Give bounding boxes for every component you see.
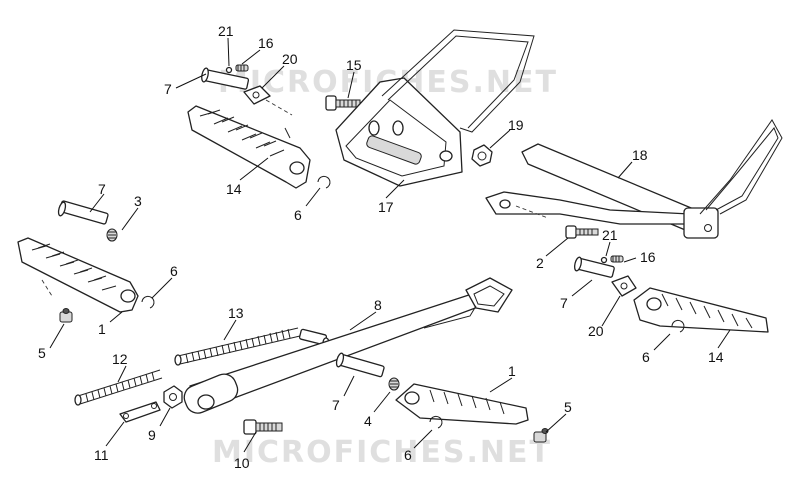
leader-lines [49,37,731,453]
callout-17: 17 [378,199,394,215]
callout-7: 7 [560,295,568,311]
footpeg-top [187,105,311,189]
grease-nipple-left [59,308,73,323]
plate-right [611,275,637,297]
callout-21: 21 [602,227,618,243]
callout-6: 6 [294,207,302,223]
clip-right [671,319,685,333]
callout-20: 20 [282,51,298,67]
callout-18: 18 [632,147,648,163]
bolt-15 [325,95,361,111]
callout-10: 10 [234,455,250,471]
callout-2: 2 [536,255,544,271]
callout-4: 4 [364,413,372,429]
callout-11: 11 [94,447,109,463]
clip-top [317,175,331,189]
brake-lever [485,119,783,239]
side-stand [183,277,513,414]
callout-6: 6 [170,263,178,279]
callout-12: 12 [112,351,128,367]
footpeg-lower [395,383,529,425]
callout-1: 1 [508,363,516,379]
bolt-2 [565,225,599,239]
callout-14: 14 [708,349,724,365]
callout-3: 3 [134,193,142,209]
callout-labels: 21 16 7 20 15 19 18 14 6 17 7 3 6 1 5 2 … [38,23,724,471]
callout-9: 9 [148,427,156,443]
callout-13: 13 [228,305,244,321]
callout-5: 5 [38,345,46,361]
callout-21: 21 [218,23,234,39]
spring-13 [174,327,301,366]
callout-6: 6 [642,349,650,365]
spring-lower [388,377,400,391]
spring-12 [74,369,163,406]
ball-top [225,66,233,74]
callout-5: 5 [564,399,572,415]
clip-lower [429,415,443,429]
clip-left [141,295,155,309]
callout-20: 20 [588,323,604,339]
callout-15: 15 [346,57,362,73]
bolt-10 [243,419,283,435]
footpeg-right [633,287,769,333]
plate-top [243,85,271,105]
callout-14: 14 [226,181,242,197]
plate-11 [119,401,161,423]
grease-nipple-lower [533,428,549,443]
callout-8: 8 [374,297,382,313]
pin-right [573,256,615,278]
callout-7: 7 [332,397,340,413]
callout-16: 16 [640,249,656,265]
callout-1: 1 [98,321,106,337]
watermark-bottom: MICROFICHES.NET [212,435,552,470]
heel-guard [335,29,535,187]
spring-right [610,255,624,263]
callout-16: 16 [258,35,274,51]
nut-9 [163,385,183,409]
callout-6: 6 [404,447,412,463]
callout-7: 7 [164,81,172,97]
ball-right [600,256,608,264]
spring-left [106,228,118,242]
footpeg-left [17,237,139,313]
callout-19: 19 [508,117,524,133]
pin-lower [335,352,385,378]
callout-7: 7 [98,181,106,197]
nut-19 [471,144,493,167]
pin-left [57,200,109,225]
spring-top [235,64,249,72]
